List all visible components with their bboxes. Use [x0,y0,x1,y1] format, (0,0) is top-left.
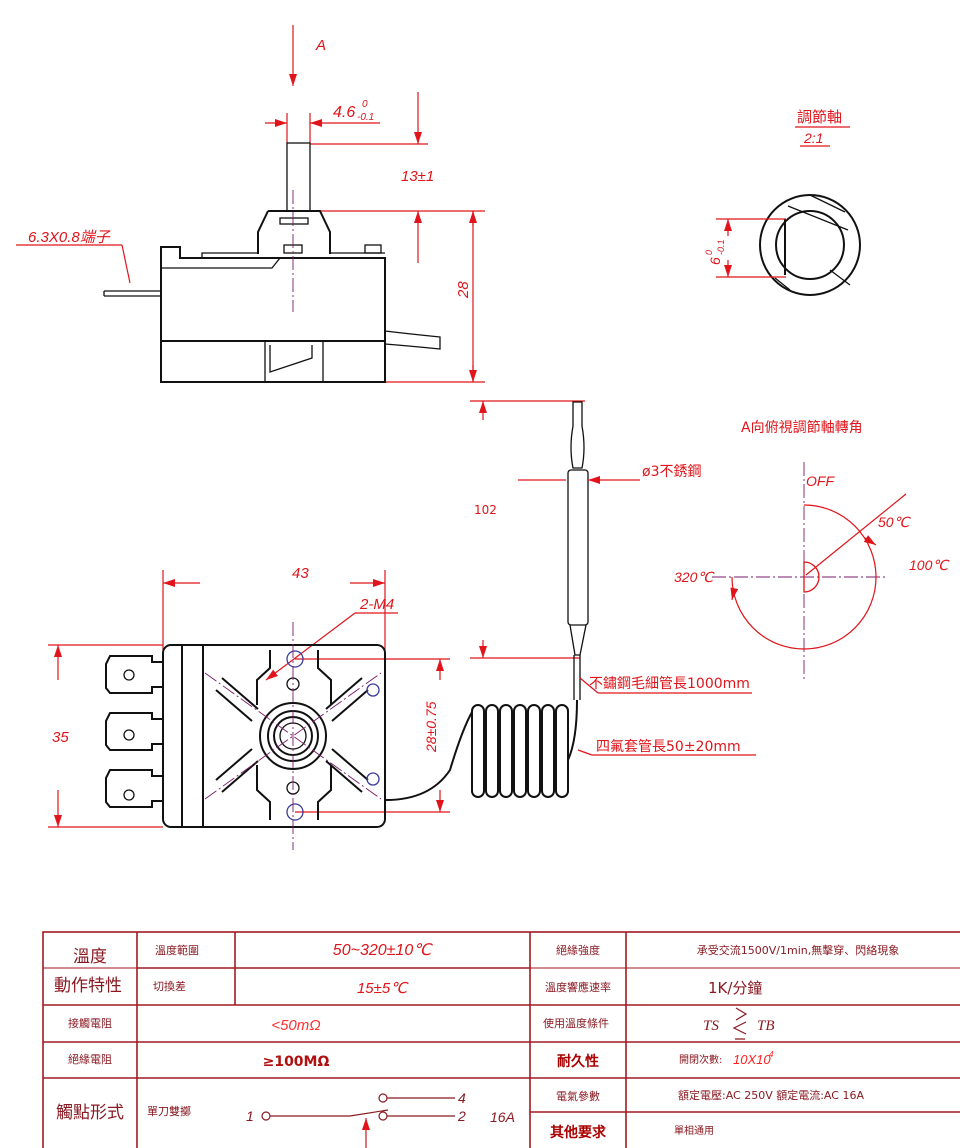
terminal-label: 6.3X0.8端子 [28,229,111,246]
probe-length-dim: 102 [474,503,497,517]
width-dim: 43 [292,565,309,582]
capillary-label: 不鏽鋼毛細管長1000mm [589,676,750,692]
shaft-width-tol-lower: -0.1 [357,112,374,123]
durability-exp: 4 [769,1050,774,1059]
electrical-value: 額定電壓:AC 250V 額定電流:AC 16A [678,1088,864,1102]
contact-resistance-label: 接觸電阻 [68,1016,112,1030]
contact-pin-1: 1 [246,1108,254,1124]
response-value: 1K/分鐘 [708,979,762,997]
temp-range-value: 50~320±10℃ [333,942,433,959]
spec-table: 溫度 動作特性 溫度範圍 50~320±10℃ 切換差 15±5℃ 接觸電阻 <… [42,931,960,1148]
dielectric-value: 承受交流1500V/1min,無擊穿、閃絡現象 [697,943,899,957]
insulation-resistance-label: 絕緣電阻 [68,1053,112,1066]
body-height-dim: 28 [455,281,472,299]
other-value: 單相通用 [674,1124,714,1137]
other-label: 其他要求 [550,1124,607,1141]
shaft-detail-title: 調節軸 [797,108,842,126]
shaft-height-dim: 13±1 [401,168,434,185]
differential-label: 切換差 [153,979,186,993]
durability-label: 耐久性 [557,1053,599,1070]
shaft-width-dim: 4.6 [333,104,355,121]
temp-group-label-1: 溫度 [73,947,107,967]
rotation-off: OFF [806,473,835,489]
use-condition-tb: TB [757,1018,775,1034]
differential-value: 15±5℃ [357,980,409,997]
rotation-100: 100℃ [909,557,950,573]
use-condition-ts: TS [703,1018,719,1034]
use-condition-value: TS TB [703,1007,775,1040]
capillary-coil [385,699,578,801]
rotation-diagram: A向俯視調節軸轉角 OFF 50℃ 100℃ 320℃ [674,419,950,680]
temp-range-label: 溫度範圍 [155,943,199,957]
side-view: A 4.6 0 -0.1 13±1 28 6.3X0.8端子 [16,25,485,383]
probe-view: 102 ø3不銹鋼 不鏽鋼毛細管長1000mm 四氟套管長50±20mm [385,400,756,801]
contact-form-label: 觸點形式 [56,1103,124,1123]
terminals [105,655,163,808]
contact-form-type: 單刀雙擲 [147,1104,191,1118]
rotation-320: 320℃ [674,569,715,585]
probe-label: ø3不銹鋼 [642,464,701,480]
electrical-label: 電氣參數 [556,1089,600,1103]
contact-rating: 16A [490,1109,515,1125]
use-condition-label: 使用溫度條件 [543,1016,609,1030]
shaft-flat-tol-upper: 0 [704,250,714,255]
shaft-flat-tol-lower: -0.1 [716,239,726,255]
contact-pin-4: 4 [458,1090,466,1106]
front-view: 43 2-M4 35 28±0.75 [48,565,450,850]
height-dim: 35 [52,729,69,746]
contact-pin-2: 2 [457,1108,466,1124]
sleeve-label: 四氟套管長50±20mm [596,739,741,755]
rotation-title: A向俯視調節軸轉角 [741,419,863,436]
response-label: 溫度響應速率 [545,980,611,994]
bracket [204,622,382,850]
shaft-detail-scale: 2:1 [803,130,823,146]
dielectric-label: 絕緣強度 [556,943,600,957]
mount-label: 2-M4 [359,596,394,613]
contact-schematic: 1 4 2 16A [246,1090,515,1148]
view-a-label: A [315,37,326,54]
shaft-width-tol-upper: 0 [362,99,368,110]
mount-spacing-dim: 28±0.75 [423,701,439,753]
durability-value: 10X10 [733,1052,771,1067]
durability-prefix: 開閉次數: [679,1053,722,1066]
insulation-resistance-value: ≥100MΩ [263,1054,330,1070]
temp-group-label-2: 動作特性 [54,976,122,996]
shaft-flat-dim: 6 [707,257,723,265]
contact-resistance-value: <50mΩ [271,1017,320,1034]
shaft-detail: 調節軸 2:1 6 0 -0.1 [704,108,861,296]
rotation-50: 50℃ [878,514,912,530]
